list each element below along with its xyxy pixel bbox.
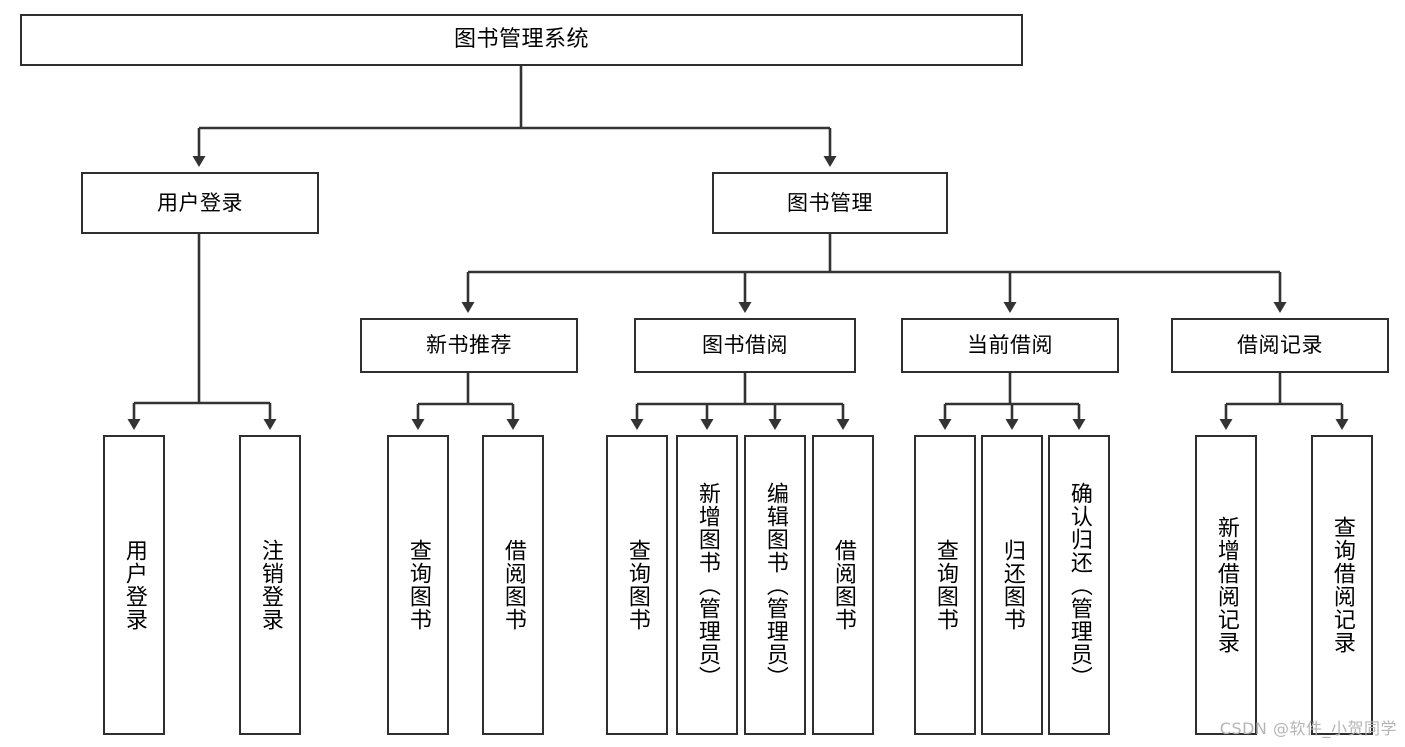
node-label: 编辑图书（管理员）: [762, 481, 788, 689]
node-label: 借阅记录: [1237, 333, 1323, 358]
leaf-user-login[interactable]: 用户登录: [103, 435, 165, 735]
leaf-add-borrow-record[interactable]: 新增借阅记录: [1195, 435, 1257, 735]
node-book-management[interactable]: 图书管理: [712, 172, 948, 234]
leaf-borrow-book[interactable]: 借阅图书: [812, 435, 874, 735]
node-label: 确认归还（管理员）: [1066, 481, 1092, 689]
node-label: 图书管理系统: [453, 27, 589, 53]
node-user-login[interactable]: 用户登录: [81, 172, 319, 234]
node-label: 查询图书: [624, 539, 650, 631]
leaf-search-book[interactable]: 查询图书: [606, 435, 668, 735]
node-label: 新增图书（管理员）: [694, 481, 720, 689]
node-label: 用户登录: [121, 539, 147, 631]
node-label: 图书管理: [787, 190, 873, 215]
node-borrow-record[interactable]: 借阅记录: [1171, 318, 1389, 373]
node-label: 新书推荐: [426, 333, 512, 358]
leaf-confirm-return-admin[interactable]: 确认归还（管理员）: [1048, 435, 1110, 735]
node-book-borrow[interactable]: 图书借阅: [634, 318, 856, 373]
leaf-return-book[interactable]: 归还图书: [981, 435, 1043, 735]
node-label: 查询图书: [405, 539, 431, 631]
node-label: 注销登录: [257, 539, 283, 631]
node-label: 用户登录: [157, 190, 243, 215]
node-label: 借阅图书: [830, 539, 856, 631]
node-label: 借阅图书: [500, 539, 526, 631]
node-root-system[interactable]: 图书管理系统: [20, 14, 1023, 66]
leaf-add-book-admin[interactable]: 新增图书（管理员）: [676, 435, 738, 735]
node-label: 归还图书: [999, 539, 1025, 631]
node-label: 查询图书: [932, 539, 958, 631]
node-label: 查询借阅记录: [1329, 516, 1355, 654]
leaf-edit-book-admin[interactable]: 编辑图书（管理员）: [744, 435, 806, 735]
leaf-search-borrow-record[interactable]: 查询借阅记录: [1311, 435, 1373, 735]
node-label: 当前借阅: [967, 333, 1053, 358]
leaf-logout[interactable]: 注销登录: [239, 435, 301, 735]
leaf-search-book-current[interactable]: 查询图书: [914, 435, 976, 735]
leaf-search-book-recommend[interactable]: 查询图书: [387, 435, 449, 735]
watermark-text: CSDN @软件_小贺同学: [1219, 719, 1397, 738]
leaf-borrow-book-recommend[interactable]: 借阅图书: [482, 435, 544, 735]
node-label: 新增借阅记录: [1213, 516, 1239, 654]
node-new-book-recommend[interactable]: 新书推荐: [360, 318, 578, 373]
node-current-borrow[interactable]: 当前借阅: [901, 318, 1119, 373]
node-label: 图书借阅: [702, 333, 788, 358]
